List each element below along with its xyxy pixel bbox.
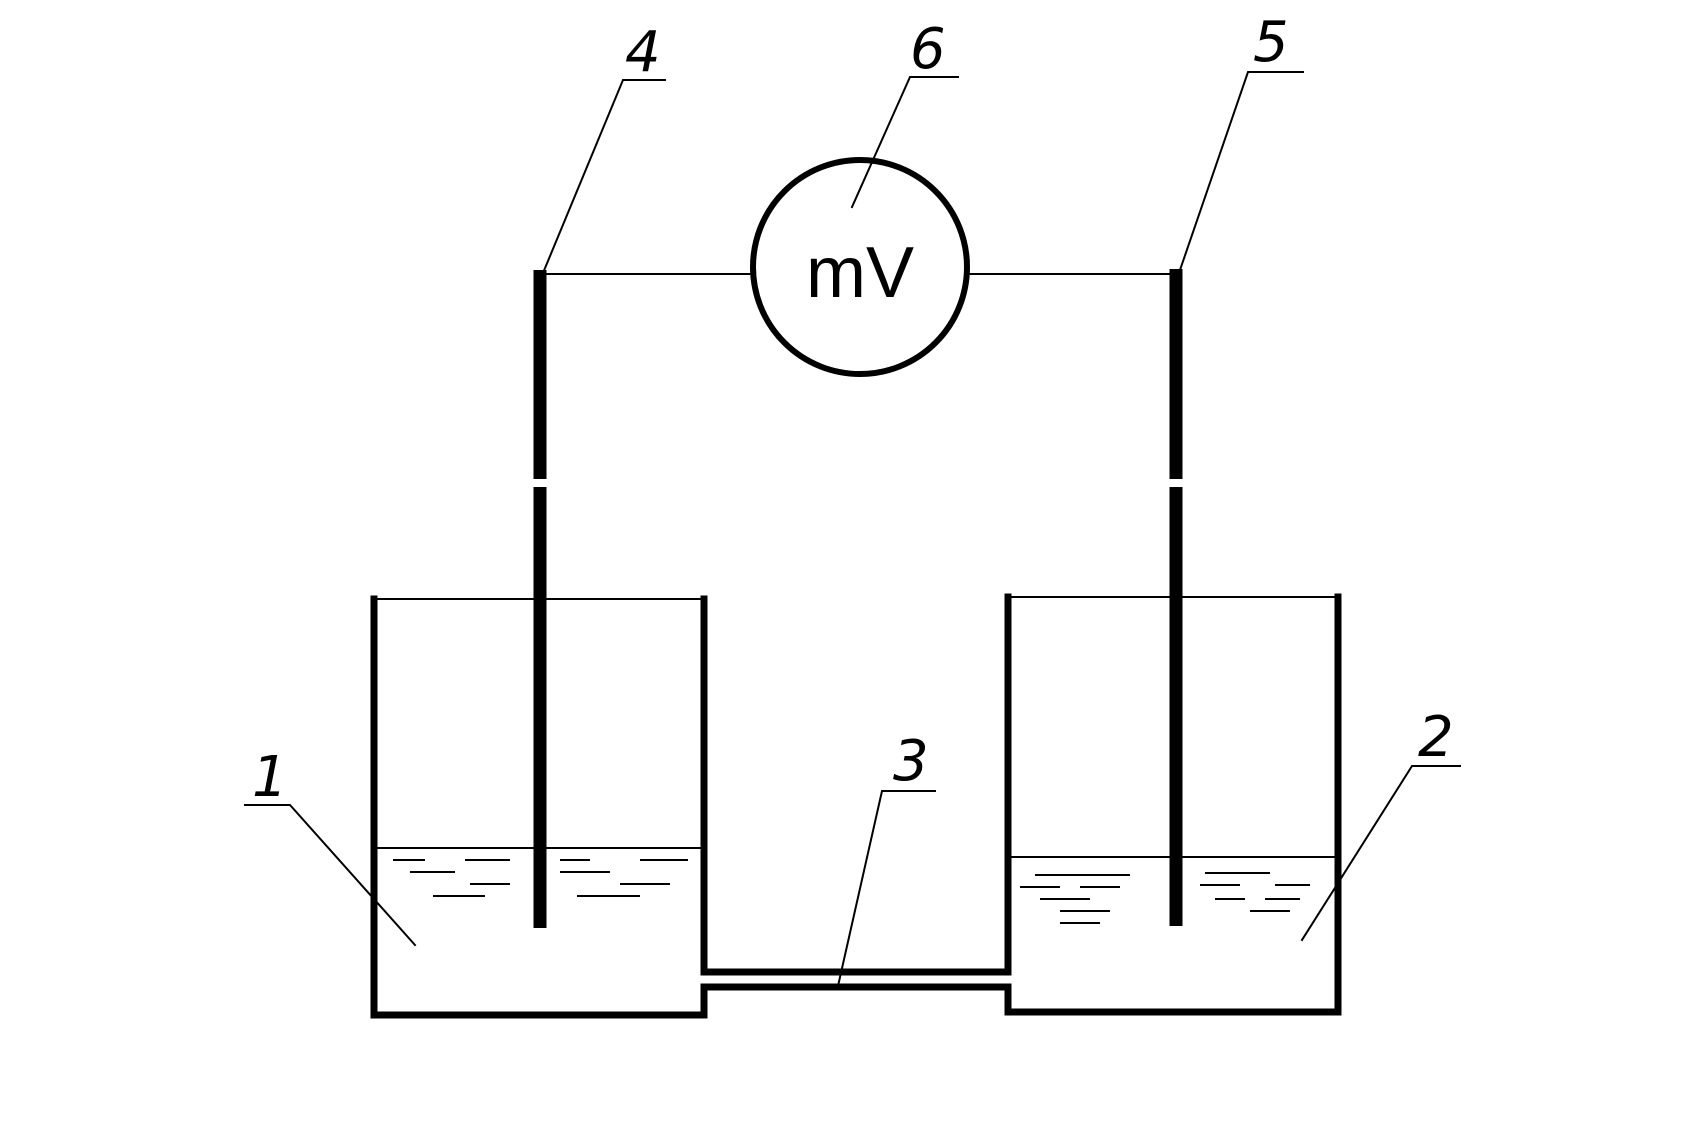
callout-leaders <box>244 71 1461 988</box>
callout-label-5: 5 <box>1253 10 1289 75</box>
leader-4 <box>541 79 666 275</box>
millivoltmeter: mV <box>750 157 970 377</box>
leader-5 <box>1178 71 1304 272</box>
solution-right <box>1020 872 1310 924</box>
salt-bridge <box>700 968 1012 991</box>
solution-left <box>393 859 688 897</box>
leader-2 <box>1300 765 1461 942</box>
callout-label-2: 2 <box>1418 705 1454 770</box>
leader-1 <box>244 804 417 947</box>
millivoltmeter-unit-label: mV <box>806 233 914 313</box>
callout-label-6: 6 <box>910 17 946 82</box>
leader-6 <box>850 76 959 209</box>
leader-3 <box>836 790 936 988</box>
callout-label-4: 4 <box>625 20 661 85</box>
callout-label-3: 3 <box>893 729 929 794</box>
callout-label-1: 1 <box>252 745 288 810</box>
